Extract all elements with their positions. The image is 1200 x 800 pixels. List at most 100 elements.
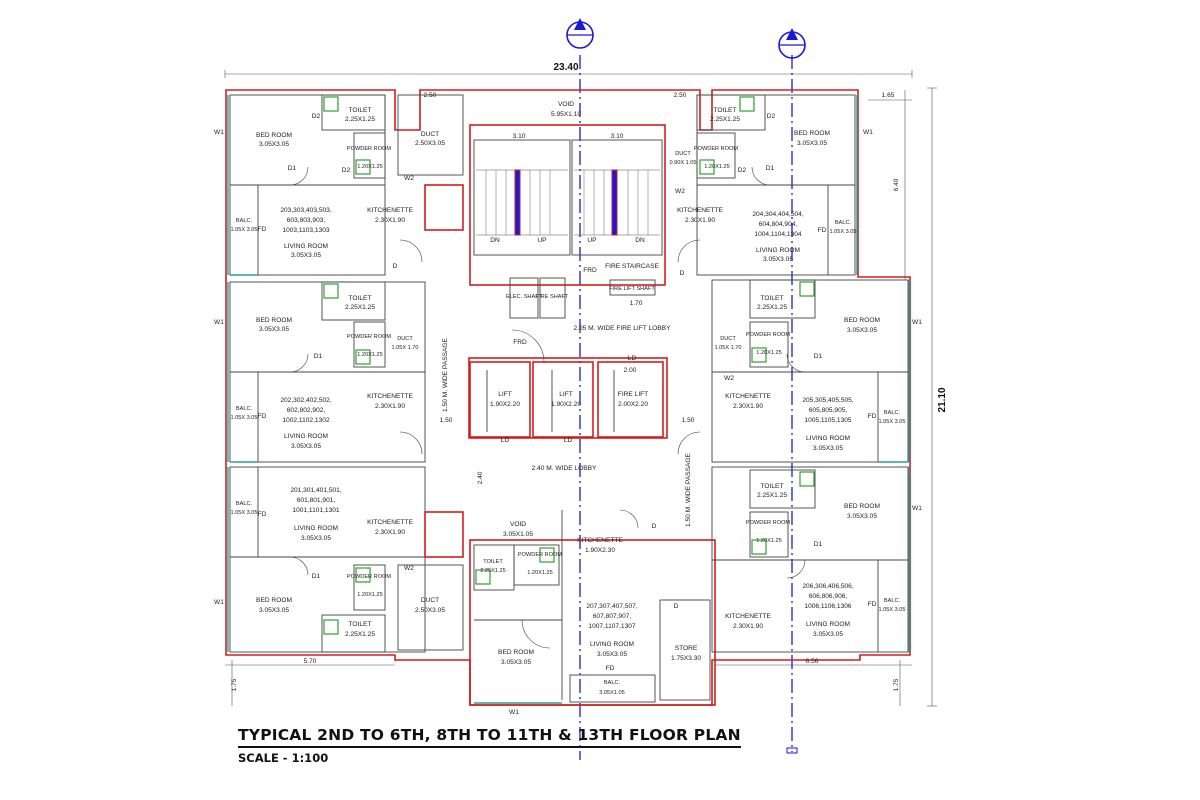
void-south-label: VOID	[510, 521, 526, 528]
e5-bed-label: BED ROOM	[844, 317, 880, 324]
stair-width-right: 3.10	[611, 133, 624, 140]
plan-title: TYPICAL 2ND TO 6TH, 8TH TO 11TH & 13TH F…	[238, 726, 741, 748]
w2-tag-4: W2	[404, 565, 414, 572]
w1-balc-dim: 1.05X 3.05	[230, 510, 257, 516]
w1-kitchenette-dim: 2.30X1.90	[375, 529, 405, 536]
ne-bed-label: BED ROOM	[794, 130, 830, 137]
plan-scale: SCALE - 1:100	[238, 751, 329, 765]
w2-balc-label: BALC.	[236, 406, 253, 412]
overall-width-dim: 23.40	[553, 62, 578, 73]
top-right-dim: 2.50	[674, 92, 687, 99]
lift2-dim: 1.90X2.20	[551, 401, 581, 408]
dim-150-left: 1.50	[440, 417, 453, 424]
w1-tag-w2: W1	[214, 319, 224, 326]
nw-duct-label: DUCT	[421, 131, 439, 138]
nw-bed-label: BED ROOM	[256, 132, 292, 139]
nw-balc-dim: 1.05X 3.05	[230, 227, 257, 233]
fire-lift-shaft-label: FIRE LIFT SHAFT	[609, 286, 655, 292]
ne-flats-line3: 1004,1104,1304	[754, 231, 802, 238]
e6-flats-line2: 606,806,906,	[809, 593, 848, 600]
s7-bed-dim: 3.05X3.05	[501, 659, 531, 666]
bottom-right-dim: 6.56	[806, 658, 819, 665]
exterior-walls	[225, 89, 911, 706]
fire-lift-label: FIRE LIFT	[618, 391, 648, 398]
fire-lift-lobby-label: 2.05 M. WIDE FIRE LIFT LOBBY	[574, 325, 672, 332]
w1-tag-nw: W1	[214, 129, 224, 136]
dimension-labels: 23.40 21.10 1.65 6.40 1.75 1.75 5.70 6.5…	[231, 62, 948, 691]
w1-bed-label: BED ROOM	[256, 597, 292, 604]
d1-tag-2: D1	[766, 165, 775, 172]
d1-tag-1: D1	[288, 165, 297, 172]
s7-flats-line3: 1007,1107,1307	[588, 623, 636, 630]
dim-170: 1.70	[630, 300, 643, 307]
w2-bed-label: BED ROOM	[256, 317, 292, 324]
duct-centre-label: DUCT	[397, 336, 413, 342]
s7-toilet-dim: 2.25X1.25	[480, 568, 506, 574]
w2-tag-1: W2	[404, 175, 414, 182]
nw-duct-dim: 2.50X3.05	[415, 140, 445, 147]
e5-powder-label: POWDER ROOM	[746, 332, 790, 338]
lift1-label: LIFT	[498, 391, 512, 398]
w2-tag-3: W2	[724, 375, 734, 382]
e6-flats-line3: 1006,1106,1306	[804, 603, 852, 610]
s7-powder-dim: 1.20X1.25	[527, 570, 553, 576]
w1-duct-dim: 2.50X3.05	[415, 607, 445, 614]
e6-living-dim: 3.05X3.05	[813, 631, 843, 638]
bottom-left-dim: 5.70	[304, 658, 317, 665]
d2-tag-4: D2	[738, 167, 747, 174]
w2-powder-dim: 1.20X1.25	[357, 352, 383, 358]
d-tag-1: D	[393, 263, 398, 270]
e5-bed-dim: 3.05X3.05	[847, 327, 877, 334]
w1-tag-w1: W1	[214, 599, 224, 606]
w2-toilet-dim: 2.25X1.25	[345, 304, 375, 311]
nw-powder-dim: 1.20X1.25	[357, 164, 383, 170]
e5-kitchenette-label: KITCHENETTE	[725, 393, 771, 400]
nw-flats-line3: 1003,1103,1303	[282, 227, 330, 234]
w2-flats-line3: 1002,1102,1302	[282, 417, 330, 424]
ld-label-3: LD	[628, 355, 637, 362]
right-bottom-dim: 1.75	[893, 678, 900, 691]
title-block: TYPICAL 2ND TO 6TH, 8TH TO 11TH & 13TH F…	[238, 726, 741, 765]
w1-kitchenette-label: KITCHENETTE	[367, 519, 413, 526]
e6-powder-dim: 1.20X1.25	[756, 538, 782, 544]
w2-flats-line2: 602,802,902,	[287, 407, 326, 414]
w1-flats-line1: 201,301,401,501,	[290, 487, 342, 494]
fd-tag-4: FD	[868, 413, 877, 420]
e6-bed-dim: 3.05X3.05	[847, 513, 877, 520]
w2-tag-2: W2	[675, 188, 685, 195]
e6-kitchenette-dim: 2.30X1.90	[733, 623, 763, 630]
ne-flats-line2: 604,804,904,	[759, 221, 798, 228]
stair-dn-left: DN	[490, 237, 500, 244]
passage-west-label: 1.50 M. WIDE PASSAGE	[442, 337, 449, 411]
fd-tag-5: FD	[258, 511, 267, 518]
e5-toilet-label: TOILET	[761, 295, 784, 302]
d2-tag-3: D2	[767, 113, 776, 120]
passage-east-label: 1.50 M. WIDE PASSAGE	[685, 452, 692, 526]
ne-kitchenette-dim: 2.30X1.90	[685, 217, 715, 224]
duct-centre2-label: DUCT	[720, 336, 736, 342]
s7-toilet-label: TOILET	[483, 559, 503, 565]
e5-powder-dim: 1.20X1.25	[756, 350, 782, 356]
overall-depth-dim: 21.10	[937, 387, 948, 412]
w1-balc-label: BALC.	[236, 501, 253, 507]
s7-flats-line2: 607,807,907,	[593, 613, 632, 620]
ne-living-dim: 3.05X3.05	[763, 256, 793, 263]
frd-label-2: FRD	[583, 267, 597, 274]
nw-flats-line1: 203,303,403,503,	[280, 207, 332, 214]
right-upper-dim: 6.40	[893, 178, 900, 191]
w2-living-dim: 3.05X3.05	[291, 443, 321, 450]
lift2-label: LIFT	[559, 391, 573, 398]
ne-powder-label: POWDER ROOM	[694, 146, 738, 152]
d1-tag-3: D1	[314, 353, 323, 360]
s7-balc-label: BALC.	[604, 680, 621, 686]
w2-kitchenette-label: KITCHENETTE	[367, 393, 413, 400]
e5-kitchenette-dim: 2.30X1.90	[733, 403, 763, 410]
nw-toilet-dim: 2.25X1.25	[345, 116, 375, 123]
ne-powder-dim: 1.20X1.25	[704, 164, 730, 170]
w1-toilet-dim: 2.25X1.25	[345, 631, 375, 638]
stair-dn-right: DN	[635, 237, 645, 244]
ne-toilet-dim: 2.25X1.25	[710, 116, 740, 123]
door-swings	[289, 166, 806, 649]
dim-240: 2.40	[477, 471, 484, 484]
